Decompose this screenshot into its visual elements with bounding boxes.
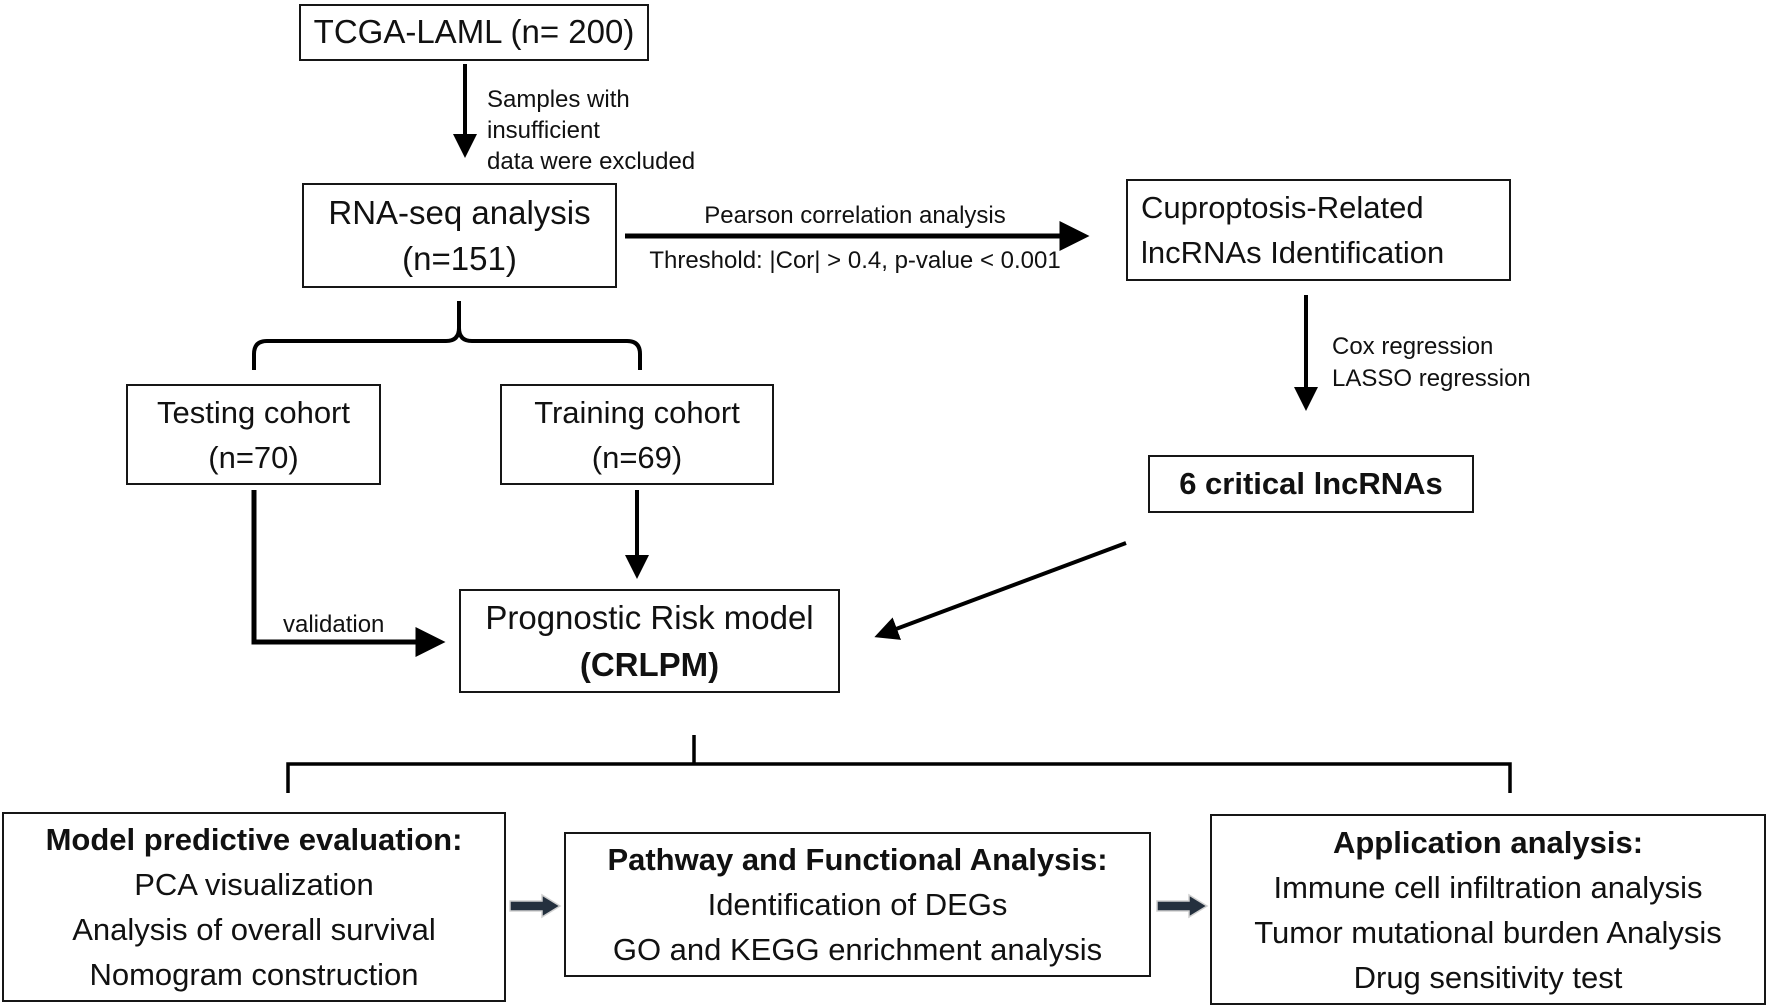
application-analysis-box: Application analysis: Immune cell infilt… [1210,814,1766,1005]
prognostic-line2: (CRLPM) [579,646,720,683]
pathway-analysis-box: Pathway and Functional Analysis: Identif… [564,832,1151,977]
testing-line2: (n=70) [208,439,299,475]
evaluation-item: PCA visualization [134,867,374,902]
arrow-testing-to-model-icon [251,490,446,657]
training-line2: (n=69) [591,439,683,475]
evaluation-item: Analysis of overall survival [72,912,436,947]
prognostic-line1: Prognostic Risk model [485,599,814,636]
pathway-item: Identification of DEGs [707,887,1008,922]
exclusion-note: Samples with insufficient data were excl… [487,84,747,177]
lasso-regression-label: LASSO regression [1332,365,1531,392]
pearson-label: Pearson correlation analysis [704,202,1006,229]
testing-cohort-box: Testing cohort (n=70) [126,384,381,485]
cox-regression-label: Cox regression [1332,333,1494,360]
exclusion-note-line2: data were excluded [487,148,696,175]
pathway-title: Pathway and Functional Analysis: [607,842,1108,877]
prognostic-model-box: Prognostic Risk model (CRLPM) [459,589,840,693]
flow-arrow-2-icon [1156,893,1209,919]
rnaseq-line2: (n=151) [402,239,517,277]
critical-lncrnas-label: 6 critical lncRNAs [1179,466,1443,502]
arrow-critical-to-model-icon [874,541,1127,640]
bottom-connector-icon [286,735,1512,793]
application-item: Tumor mutational burden Analysis [1254,914,1722,950]
model-evaluation-box: Model predictive evaluation: PCA visuali… [2,812,506,1002]
testing-line1: Testing cohort [157,394,350,430]
pathway-item: GO and KEGG enrichment analysis [612,932,1103,967]
rnaseq-analysis-box: RNA-seq analysis (n=151) [302,183,617,288]
exclusion-note-line1: Samples with insufficient [487,86,630,144]
tcga-laml-box: TCGA-LAML (n= 200) [299,4,649,61]
application-title: Application analysis: [1332,824,1644,860]
cuproptosis-box: Cuproptosis-Related lncRNAs Identificati… [1126,179,1511,281]
training-cohort-box: Training cohort (n=69) [500,384,774,485]
evaluation-title: Model predictive evaluation: [45,822,463,857]
threshold-label: Threshold: |Cor| > 0.4, p-value < 0.001 [649,247,1061,274]
training-line1: Training cohort [534,394,740,430]
rnaseq-line1: RNA-seq analysis [328,193,591,231]
split-brace-icon [252,301,642,370]
cuproptosis-line1: Cuproptosis-Related [1141,190,1424,225]
tcga-laml-label: TCGA-LAML (n= 200) [313,13,635,51]
validation-label: validation [283,611,385,638]
evaluation-item: Nomogram construction [89,957,419,992]
cuproptosis-line2: lncRNAs Identification [1141,235,1445,270]
critical-lncrnas-box: 6 critical lncRNAs [1148,455,1474,513]
flow-arrow-1-icon [509,893,562,919]
application-item: Immune cell infiltration analysis [1273,869,1703,905]
application-item: Drug sensitivity test [1353,959,1623,995]
